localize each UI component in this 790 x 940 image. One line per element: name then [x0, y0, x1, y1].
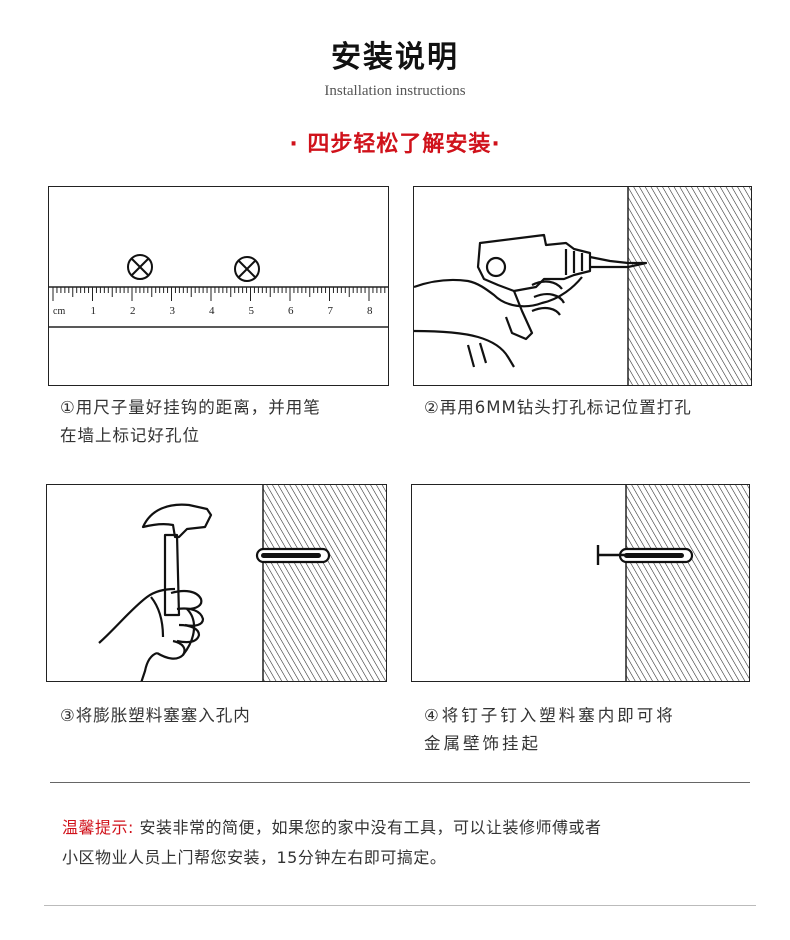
- ruler-number: 4: [209, 305, 215, 317]
- ruler-drawing: cm 1 2 3 4 5 6 7 8: [49, 254, 388, 328]
- tip-line-2: 小区物业人员上门帮您安装，15分钟左右即可搞定。: [62, 848, 447, 867]
- mark-circle-1: [127, 254, 153, 280]
- ruler-number: 7: [328, 305, 334, 317]
- ruler-number: 6: [288, 305, 294, 317]
- wall-hatch: [263, 485, 386, 681]
- ruler-number: 3: [170, 305, 176, 317]
- page-subtitle: Installation instructions: [324, 83, 466, 99]
- ruler-number: 1: [91, 305, 97, 317]
- tip-block: 温馨提示: 安装非常的简便，如果您的家中没有工具，可以让装修师傅或者 小区物业人…: [62, 813, 752, 873]
- mark-circle-2: [234, 256, 260, 282]
- hammer-drawing: [98, 485, 386, 681]
- step-1-caption-line-1: ①用尺子量好挂钩的距离，并用笔: [60, 398, 321, 417]
- nail-icon: [596, 545, 650, 565]
- wall-hatch: [626, 485, 749, 681]
- ruler-number: 8: [367, 305, 373, 317]
- step-3-caption-line-1: ③将膨胀塑料塞塞入孔内: [60, 706, 251, 725]
- page-title: 安装说明: [331, 40, 459, 75]
- step-3-caption: ③将膨胀塑料塞塞入孔内: [60, 702, 251, 730]
- step-2-illustration: [413, 186, 752, 386]
- wall-anchor-icon: [255, 547, 331, 564]
- step-1-caption-line-2: 在墙上标记好孔位: [60, 426, 200, 445]
- step-3-illustration: [46, 484, 387, 682]
- wall-hatch: [628, 187, 751, 385]
- ruler-number: 2: [130, 305, 136, 317]
- nail-drawing: [596, 485, 749, 681]
- hammer-icon: [98, 503, 213, 681]
- step-2-caption: ②再用6MM钻头打孔标记位置打孔: [424, 394, 692, 422]
- step-4-caption: ④将钉子钉入塑料塞内即可将 金属壁饰挂起: [424, 702, 676, 758]
- section-divider: [50, 782, 750, 783]
- bottom-divider: [44, 905, 756, 906]
- step-4-caption-line-1: ④将钉子钉入塑料塞内即可将: [424, 706, 676, 725]
- step-4-illustration: [411, 484, 750, 682]
- ruler-unit-label: cm: [53, 306, 65, 317]
- tip-text-1: 安装非常的简便，如果您的家中没有工具，可以让装修师傅或者: [133, 818, 602, 837]
- tip-line-1: 温馨提示: 安装非常的简便，如果您的家中没有工具，可以让装修师傅或者: [62, 813, 752, 843]
- ruler-number: 5: [249, 305, 255, 317]
- drill-drawing: [414, 187, 751, 385]
- step-1-illustration: cm 1 2 3 4 5 6 7 8: [48, 186, 389, 386]
- tagline: · 四步轻松了解安装·: [289, 132, 501, 157]
- step-1-caption: ①用尺子量好挂钩的距离，并用笔 在墙上标记好孔位: [60, 394, 321, 450]
- step-4-caption-line-2: 金属壁饰挂起: [424, 734, 541, 753]
- tip-label: 温馨提示:: [62, 818, 134, 837]
- step-2-caption-line-1: ②再用6MM钻头打孔标记位置打孔: [424, 398, 692, 417]
- drill-icon: [414, 233, 648, 368]
